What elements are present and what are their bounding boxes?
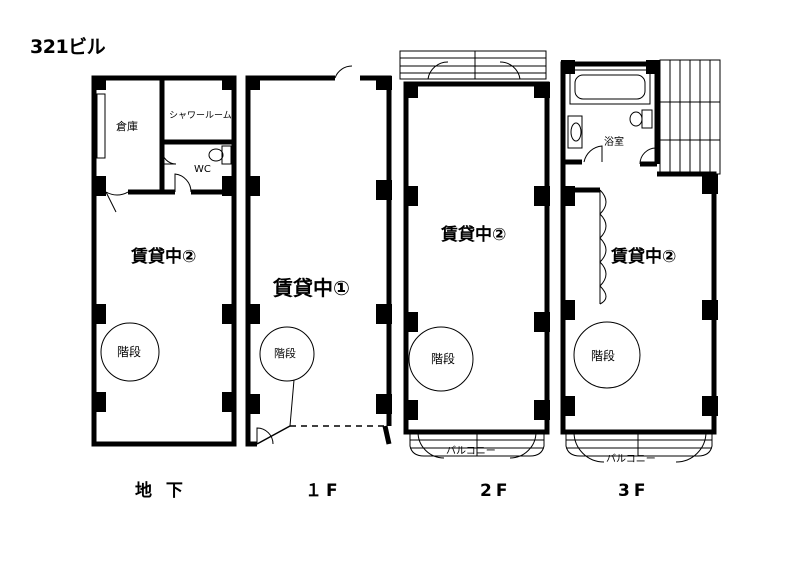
3f-column: [702, 174, 718, 194]
3f-stairs: [573, 321, 641, 389]
2f-column: [534, 82, 550, 98]
floor-label-b1: 地 下: [135, 481, 187, 501]
b1-column: [92, 392, 106, 412]
b1-column: [92, 176, 106, 196]
3f-column: [702, 396, 718, 416]
b1-shower-label: シャワールーム: [169, 110, 232, 121]
b1-stairs: [100, 322, 160, 382]
1f-column: [246, 394, 260, 414]
floor-1f: 賃貸中① 階段: [245, 65, 392, 447]
3f-column: [561, 300, 575, 320]
3f-column: [561, 396, 575, 416]
3f-column: [646, 60, 660, 74]
2f-column: [404, 312, 418, 332]
floor-label-1f: １F: [305, 481, 342, 501]
building-title: 321ビル: [30, 36, 106, 58]
1f-stairs-label: 階段: [274, 346, 296, 360]
3f-column: [561, 60, 575, 74]
1f-column: [376, 180, 392, 200]
1f-left-wall: [245, 75, 335, 447]
floor-label-2f: 2F: [480, 481, 512, 501]
b1-column: [222, 392, 236, 412]
1f-column: [246, 304, 260, 324]
b1-column: [92, 76, 106, 90]
b1-column: [222, 176, 236, 196]
3f-column: [702, 300, 718, 320]
b1-column: [222, 76, 236, 90]
1f-stairs: [259, 326, 315, 382]
1f-tenant-status: 賃貸中①: [272, 276, 350, 300]
2f-column: [404, 82, 418, 98]
3f-balcony-label: バルコニー: [606, 453, 656, 465]
2f-column: [534, 312, 550, 332]
1f-column: [376, 304, 392, 324]
floor-label-3f: 3F: [618, 481, 650, 501]
floor-2f: バルコニー 賃貸中② 階段: [399, 50, 550, 459]
b1-column: [92, 304, 106, 324]
3f-bathtub: [569, 69, 651, 105]
b1-stairs-label: 階段: [117, 344, 141, 359]
1f-column: [376, 76, 392, 90]
3f-tenant-status: 賃貸中②: [610, 246, 676, 267]
1f-column: [246, 76, 260, 90]
floor-3f: バルコニー 浴室 賃貸中② 階段: [560, 59, 721, 465]
2f-outer-wall: [403, 81, 550, 435]
b1-tenant-status: 賃貸中②: [130, 246, 196, 267]
b1-wc-label: WC: [194, 164, 211, 175]
3f-bath-label: 浴室: [604, 135, 624, 148]
2f-column: [404, 186, 418, 206]
2f-tenant-status: 賃貸中②: [440, 224, 506, 245]
floor-b1: 倉庫 シャワールーム WC 賃貸中② 階段: [91, 75, 237, 447]
2f-column: [534, 186, 550, 206]
2f-stairs: [408, 326, 474, 392]
b1-storage-label: 倉庫: [116, 119, 138, 133]
3f-stairs-label: 階段: [591, 348, 615, 363]
b1-column: [222, 304, 236, 324]
2f-top-balcony: [399, 50, 547, 80]
1f-right-wall: [360, 75, 392, 426]
1f-column: [246, 176, 260, 196]
3f-bath-wall: [560, 61, 660, 185]
2f-stairs-label: 階段: [431, 351, 455, 366]
2f-balcony-label: バルコニー: [446, 445, 496, 457]
3f-balcony: [565, 432, 713, 457]
1f-column: [376, 394, 392, 414]
2f-column: [404, 400, 418, 420]
3f-column: [561, 186, 575, 206]
2f-column: [534, 400, 550, 420]
